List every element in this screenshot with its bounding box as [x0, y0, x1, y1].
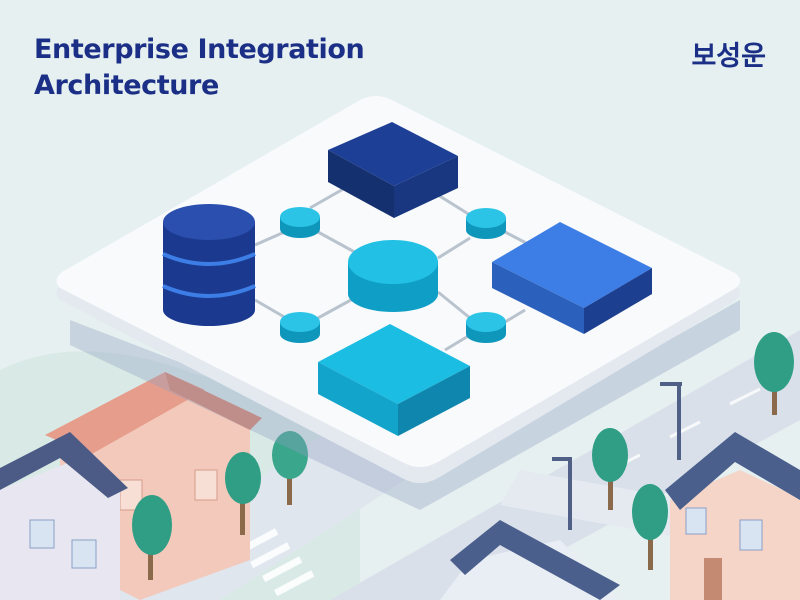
connector-hub-right-top [437, 236, 471, 260]
connector-top-node-block [309, 186, 346, 210]
isometric-block-icon-blue [492, 222, 652, 334]
tree-right-3 [632, 484, 668, 570]
connector-top-node-hub [317, 230, 361, 257]
tree-left-2 [225, 452, 261, 535]
house-right [665, 432, 800, 600]
connector-right-bottom-cyan [444, 333, 471, 352]
tree-left-1 [132, 495, 172, 580]
connector-hub-right-bottom [437, 290, 471, 320]
title-block: Enterprise Integration Architecture [34, 32, 454, 104]
house-bottom-center [440, 520, 620, 600]
town-background [0, 330, 800, 600]
street-lamp-1 [660, 382, 682, 460]
page-title-line-2: Architecture [34, 70, 219, 101]
isometric-block-icon-navy [328, 122, 458, 218]
connector-node-icon-bottom-right [466, 312, 506, 343]
isometric-block-icon-cyan [318, 324, 470, 436]
road-main [330, 330, 800, 600]
connector-node-icon-top-left [280, 207, 320, 238]
house-left-front [0, 432, 128, 600]
connector-node-icon-top-right [466, 208, 506, 239]
platform-shadow [70, 300, 740, 510]
street-lamp-2 [552, 457, 572, 530]
tree-left-3 [272, 431, 308, 505]
tree-right-2 [592, 428, 628, 510]
author-name: 보성운 [691, 41, 766, 72]
central-hub-icon [348, 240, 438, 312]
tree-right-1 [754, 332, 794, 415]
connector-right-bottom-blue [504, 308, 526, 324]
connector-node-icon-bottom-left [280, 312, 320, 343]
page-title-line-1: Enterprise Integration [34, 34, 365, 65]
database-cylinder-icon [162, 204, 256, 326]
